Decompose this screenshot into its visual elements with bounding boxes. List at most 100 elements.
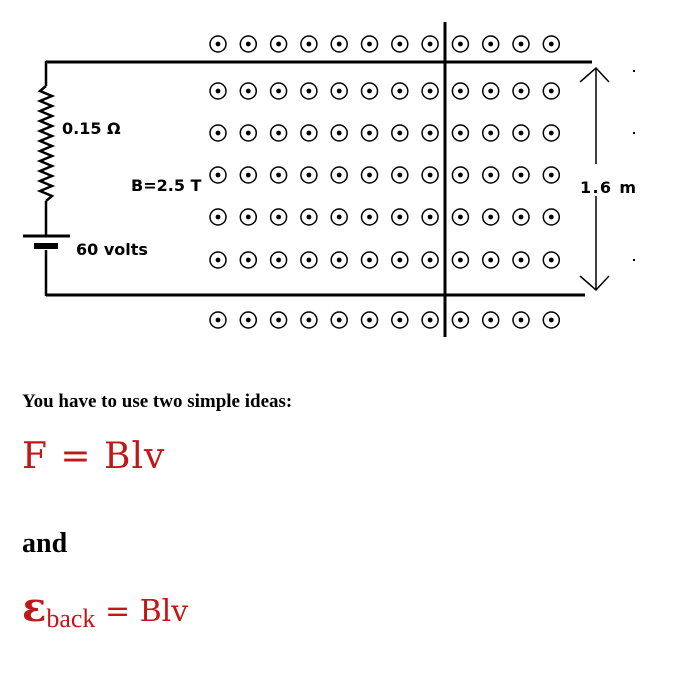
dot-in-circle-icon xyxy=(269,35,288,53)
dot-in-circle-icon xyxy=(481,311,500,329)
dot-in-circle-icon xyxy=(300,124,318,142)
left-circuit-wire xyxy=(36,61,56,296)
dot-in-circle-icon xyxy=(421,166,439,184)
dot-in-circle-icon xyxy=(542,208,561,226)
dot-in-circle-icon xyxy=(269,82,288,100)
dot-in-circle-icon xyxy=(481,35,500,53)
dot-in-circle-icon xyxy=(542,166,561,184)
resistor-icon xyxy=(36,85,56,202)
dot-in-circle-icon xyxy=(360,311,379,329)
length-dimension-arrow xyxy=(579,66,610,292)
dot-in-circle-icon xyxy=(239,251,258,269)
dot-in-circle-icon xyxy=(391,166,409,184)
dot-in-circle-icon xyxy=(360,35,379,53)
resistance-label: 0.15 Ω xyxy=(62,119,121,138)
dot-in-circle-icon xyxy=(209,208,227,226)
edge-tick-marks xyxy=(633,70,635,261)
dot-in-circle-icon xyxy=(481,82,500,100)
dot-in-circle-icon xyxy=(421,251,439,269)
dot-in-circle-icon xyxy=(269,251,288,269)
emf-subscript: back xyxy=(46,604,96,633)
dot-in-circle-icon xyxy=(209,166,227,184)
dot-in-circle-icon xyxy=(360,124,379,142)
dot-in-circle-icon xyxy=(391,124,409,142)
dot-in-circle-icon xyxy=(209,82,227,100)
dot-in-circle-icon xyxy=(330,35,348,53)
dot-in-circle-icon xyxy=(239,311,258,329)
dot-in-circle-icon xyxy=(512,82,530,100)
dot-in-circle-icon xyxy=(269,124,288,142)
voltage-label: 60 volts xyxy=(76,240,148,259)
dot-in-circle-icon xyxy=(451,124,470,142)
dot-in-circle-icon xyxy=(330,208,348,226)
emf-right-hand-side: = Blv xyxy=(95,594,189,629)
dot-in-circle-icon xyxy=(451,166,470,184)
dot-in-circle-icon xyxy=(451,208,470,226)
dot-in-circle-icon xyxy=(512,311,530,329)
dot-in-circle-icon xyxy=(209,35,227,53)
dot-in-circle-icon xyxy=(330,251,348,269)
dot-in-circle-icon xyxy=(481,251,500,269)
dot-in-circle-icon xyxy=(512,208,530,226)
emf-symbol: ε xyxy=(22,584,47,631)
intro-text: You have to use two simple ideas: xyxy=(22,391,293,412)
dot-in-circle-icon xyxy=(239,166,258,184)
dot-in-circle-icon xyxy=(451,82,470,100)
dot-in-circle-icon xyxy=(300,251,318,269)
dot-in-circle-icon xyxy=(421,208,439,226)
dot-in-circle-icon xyxy=(512,35,530,53)
dot-in-circle-icon xyxy=(209,311,227,329)
dot-in-circle-icon xyxy=(209,251,227,269)
force-equation: F = Blv xyxy=(22,436,166,477)
dot-in-circle-icon xyxy=(481,124,500,142)
dot-in-circle-icon xyxy=(239,35,258,53)
dot-in-circle-icon xyxy=(269,166,288,184)
dot-in-circle-icon xyxy=(451,35,470,53)
dot-in-circle-icon xyxy=(512,251,530,269)
dot-in-circle-icon xyxy=(391,82,409,100)
dot-in-circle-icon xyxy=(239,124,258,142)
dot-in-circle-icon xyxy=(512,166,530,184)
dot-in-circle-icon xyxy=(421,311,439,329)
connector-word: and xyxy=(22,528,68,559)
field-strength-label: B=2.5 T xyxy=(131,176,202,195)
dot-in-circle-icon xyxy=(512,124,530,142)
dot-in-circle-icon xyxy=(269,311,288,329)
length-label: 1.6 m xyxy=(580,178,636,197)
dot-in-circle-icon xyxy=(269,208,288,226)
dot-in-circle-icon xyxy=(239,208,258,226)
dot-in-circle-icon xyxy=(542,251,561,269)
dot-in-circle-icon xyxy=(360,82,379,100)
dot-in-circle-icon xyxy=(391,208,409,226)
dot-in-circle-icon xyxy=(421,82,439,100)
back-emf-equation: εback = Blv xyxy=(22,584,189,633)
dot-in-circle-icon xyxy=(391,311,409,329)
dot-in-circle-icon xyxy=(542,311,561,329)
dot-in-circle-icon xyxy=(330,82,348,100)
dot-in-circle-icon xyxy=(330,311,348,329)
dot-in-circle-icon xyxy=(360,251,379,269)
dot-in-circle-icon xyxy=(300,208,318,226)
dot-in-circle-icon xyxy=(360,166,379,184)
dot-in-circle-icon xyxy=(391,35,409,53)
magnetic-field-grid xyxy=(209,35,561,329)
circuit-diagram: 0.15 Ω B=2.5 T 60 volts 1.6 m xyxy=(23,22,636,337)
dot-in-circle-icon xyxy=(542,124,561,142)
dot-in-circle-icon xyxy=(542,35,561,53)
dot-in-circle-icon xyxy=(239,82,258,100)
dot-in-circle-icon xyxy=(330,166,348,184)
dot-in-circle-icon xyxy=(481,208,500,226)
dot-in-circle-icon xyxy=(451,311,470,329)
dot-in-circle-icon xyxy=(209,124,227,142)
dot-in-circle-icon xyxy=(360,208,379,226)
dot-in-circle-icon xyxy=(451,251,470,269)
dot-in-circle-icon xyxy=(421,124,439,142)
dot-in-circle-icon xyxy=(330,124,348,142)
dot-in-circle-icon xyxy=(300,166,318,184)
dot-in-circle-icon xyxy=(391,251,409,269)
battery-icon xyxy=(23,234,70,249)
dot-in-circle-icon xyxy=(542,82,561,100)
dot-in-circle-icon xyxy=(300,82,318,100)
dot-in-circle-icon xyxy=(421,35,439,53)
dot-in-circle-icon xyxy=(300,35,318,53)
